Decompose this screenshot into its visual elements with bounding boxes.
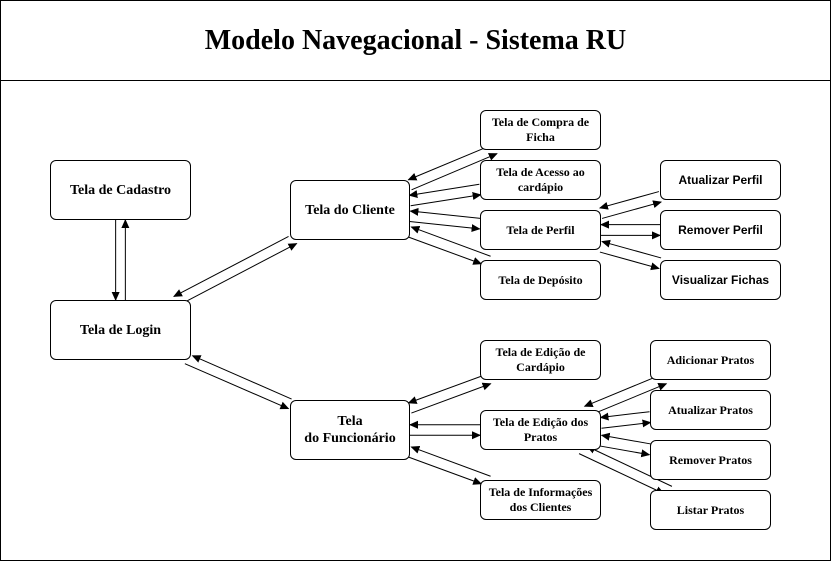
edge-cliente-to-acesso-cardapio: [410, 192, 482, 207]
diagram-title: Modelo Navegacional - Sistema RU: [204, 24, 627, 56]
edge-edicao-pratos-to-listar-pratos: [578, 453, 665, 495]
edge-edicao-pratos-to-remover-pratos: [600, 445, 651, 458]
node-tela-cliente[interactable]: Tela do Cliente: [290, 180, 410, 240]
node-tela-acesso-cardapio[interactable]: Tela de Acesso ao cardápio: [480, 160, 601, 200]
edge-cliente-to-perfil: [409, 221, 481, 233]
node-tela-edicao-cardapio[interactable]: Tela de Edição de Cardápio: [480, 340, 601, 380]
edge-funcionario-to-login: [191, 355, 292, 400]
edge-acesso-cardapio-to-cliente: [408, 183, 480, 199]
edge-visualizar-fichas-to-perfil: [601, 239, 662, 259]
edge-funcionario-to-info-clientes: [408, 456, 483, 485]
node-tela-funcionario[interactable]: Tela do Funcionário: [290, 400, 410, 460]
edge-perfil-to-atualizar-perfil: [601, 200, 663, 219]
node-tela-perfil[interactable]: Tela de Perfil: [480, 210, 601, 250]
edge-login-to-cliente: [181, 243, 298, 304]
node-tela-info-clientes[interactable]: Tela de Informações dos Clientes: [480, 480, 601, 520]
node-remover-perfil[interactable]: Remover Perfil: [660, 210, 781, 250]
edge-atualizar-pratos-to-edicao-pratos: [599, 411, 650, 421]
edge-edicao-pratos-to-atualizar-pratos: [601, 419, 652, 429]
edge-perfil-to-cliente: [409, 207, 481, 219]
edge-cliente-to-compra-ficha: [411, 153, 498, 191]
edge-funcionario-to-edicao-cardapio: [411, 382, 492, 414]
edge-login-to-funcionario: [184, 363, 290, 410]
node-tela-compra-ficha[interactable]: Tela de Compra de Ficha: [480, 110, 601, 150]
edge-edicao-cardapio-to-funcionario: [407, 375, 482, 404]
edge-adicionar-pratos-to-edicao-pratos: [583, 375, 658, 407]
node-tela-edicao-pratos[interactable]: Tela de Edição dos Pratos: [480, 410, 601, 450]
node-atualizar-pratos[interactable]: Atualizar Pratos: [650, 390, 771, 430]
edge-perfil-to-visualizar-fichas: [599, 251, 660, 271]
node-atualizar-perfil[interactable]: Atualizar Perfil: [660, 160, 781, 200]
edge-edicao-pratos-to-adicionar-pratos: [593, 383, 668, 415]
node-tela-login[interactable]: Tela de Login: [50, 300, 191, 360]
node-listar-pratos[interactable]: Listar Pratos: [650, 490, 771, 530]
edge-remover-pratos-to-edicao-pratos: [600, 432, 651, 445]
edge-deposito-to-cliente: [410, 225, 491, 257]
edge-info-clientes-to-funcionario: [410, 445, 491, 477]
edge-compra-ficha-to-cliente: [407, 145, 489, 181]
diagram-title-box: Modelo Navegacional - Sistema RU: [0, 0, 831, 81]
edge-atualizar-perfil-to-perfil: [598, 191, 660, 210]
edge-cliente-to-deposito: [408, 236, 483, 265]
edge-cliente-to-login: [173, 236, 289, 297]
node-visualizar-fichas[interactable]: Visualizar Fichas: [660, 260, 781, 300]
node-remover-pratos[interactable]: Remover Pratos: [650, 440, 771, 480]
node-tela-deposito[interactable]: Tela de Depósito: [480, 260, 601, 300]
node-tela-cadastro[interactable]: Tela de Cadastro: [50, 160, 191, 220]
node-adicionar-pratos[interactable]: Adicionar Pratos: [650, 340, 771, 380]
